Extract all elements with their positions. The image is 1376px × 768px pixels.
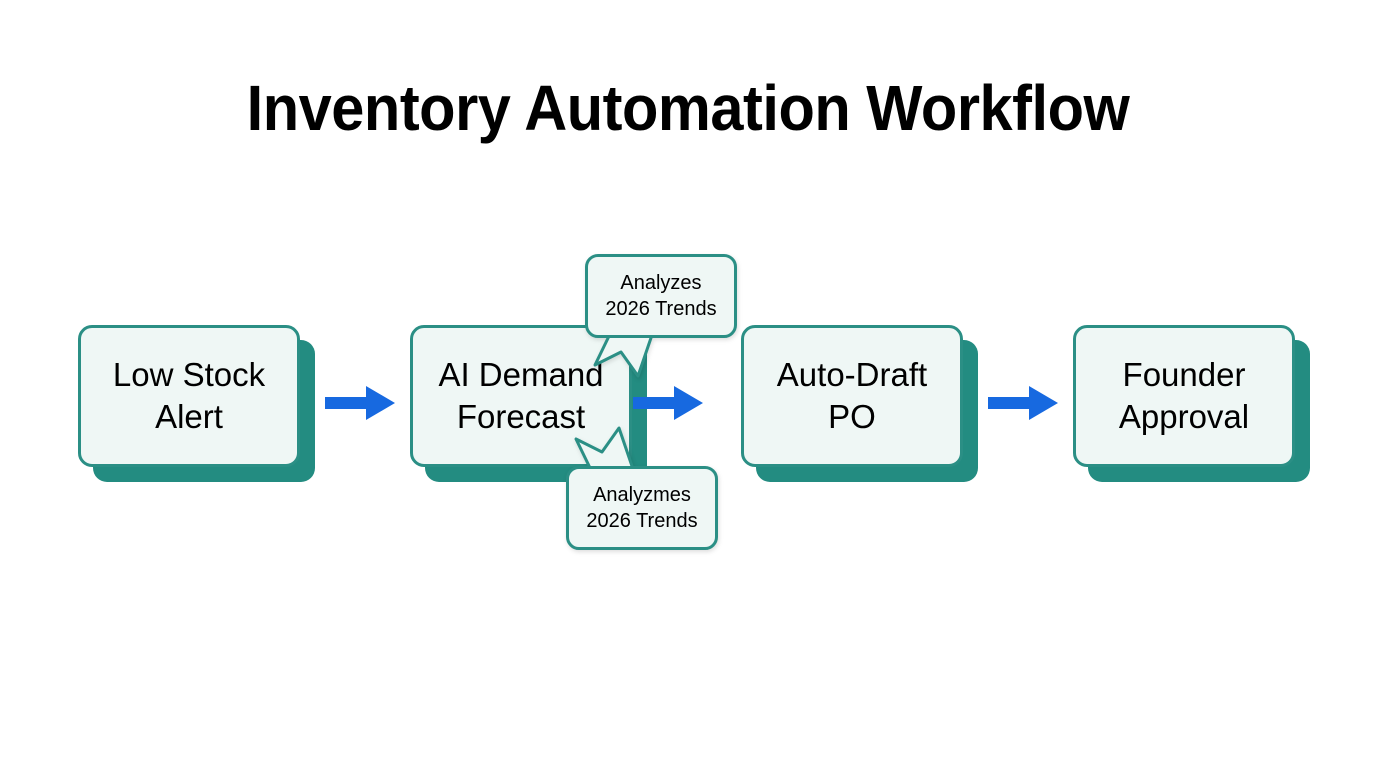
- flow-arrow-3: [988, 386, 1058, 420]
- node-label: AI Demand Forecast: [438, 356, 604, 435]
- callout-analyzmes-2026-trends-bottom[interactable]: Analyzmes 2026 Trends: [566, 426, 718, 550]
- node-face: Auto-Draft PO: [741, 325, 963, 467]
- flow-node-ai-demand-forecast[interactable]: AI Demand Forecast: [410, 325, 647, 482]
- callout-bubble: Analyzes 2026 Trends: [585, 254, 737, 338]
- callout-analyzes-2026-trends-top[interactable]: Analyzes 2026 Trends: [585, 254, 737, 378]
- arrow-right-icon: [988, 386, 1058, 420]
- callout-bubble: Analyzmes 2026 Trends: [566, 466, 718, 550]
- callout-text: Analyzes 2026 Trends: [605, 272, 717, 320]
- arrow-right-icon: [325, 386, 395, 420]
- flow-node-auto-draft-po[interactable]: Auto-Draft PO: [741, 325, 978, 482]
- node-face: AI Demand Forecast: [410, 325, 632, 467]
- flow-node-founder-approval[interactable]: Founder Approval: [1073, 325, 1310, 482]
- flow-node-low-stock-alert[interactable]: Low Stock Alert: [78, 325, 315, 482]
- flow-arrow-1: [325, 386, 395, 420]
- callout-tail: [591, 326, 661, 378]
- node-label: Auto-Draft PO: [776, 356, 928, 435]
- node-face: Founder Approval: [1073, 325, 1295, 467]
- speech-tail-icon: [593, 326, 655, 378]
- node-label: Founder Approval: [1118, 356, 1250, 435]
- node-face: Low Stock Alert: [78, 325, 300, 467]
- node-label: Low Stock Alert: [112, 356, 266, 435]
- flow-arrow-2: [633, 386, 703, 420]
- page-title: Inventory Automation Workflow: [246, 72, 1130, 144]
- callout-text: Analyzmes 2026 Trends: [586, 484, 698, 532]
- arrow-right-icon: [633, 386, 703, 420]
